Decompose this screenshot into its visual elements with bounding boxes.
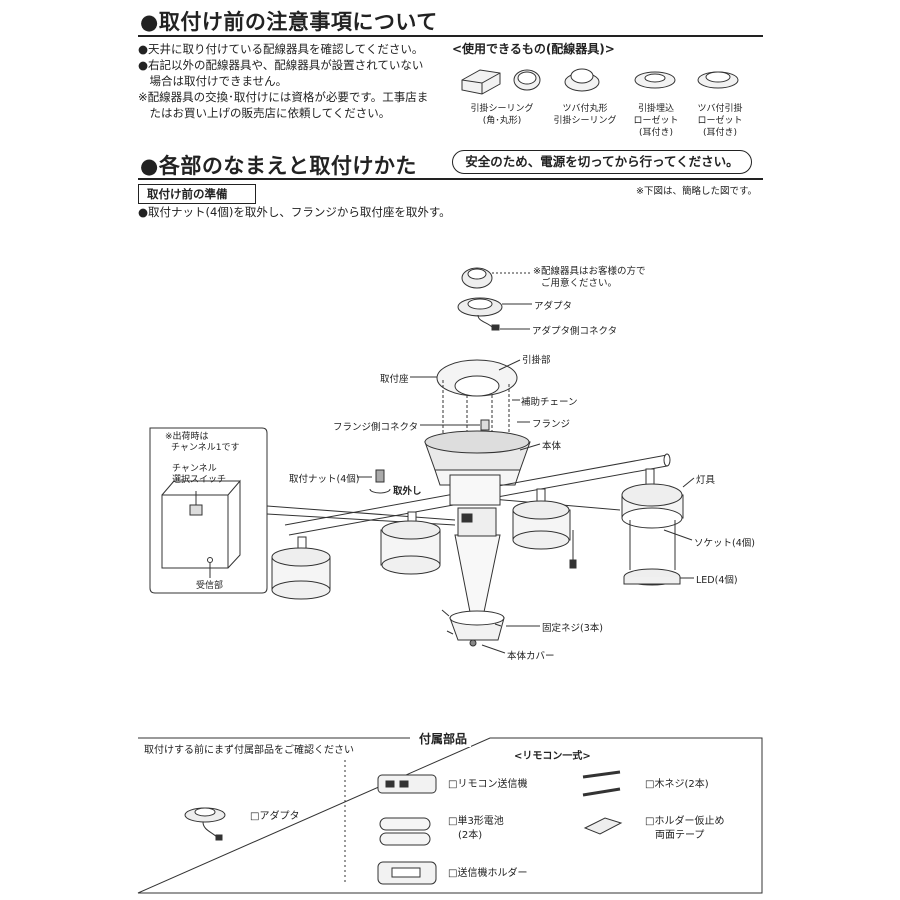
fixture-label-line: (耳付き)	[638, 128, 674, 138]
fixture-label-line: (角･丸形)	[482, 116, 522, 126]
label-nut: 取付ナット(4個)	[289, 474, 360, 485]
fixture-label-line: (耳付き)	[702, 128, 738, 138]
inset-line: チャンネル	[172, 464, 217, 474]
section2-rule	[138, 178, 763, 180]
item-wood-screw: □木ネジ(2本)	[645, 779, 709, 790]
item-holder: □送信機ホルダー	[448, 868, 528, 879]
item-tape: □ホルダー仮止め 両面テープ	[645, 815, 724, 843]
item-adapter: □アダプタ	[250, 811, 300, 822]
section1-rule	[138, 35, 763, 37]
item-line: 両面テープ	[655, 830, 705, 841]
remote-set-title: <リモコン一式>	[514, 751, 591, 762]
accessories-title: 付属部品	[415, 730, 472, 747]
inset-receiver: 受信部	[196, 581, 224, 591]
section2-title: ●各部のなまえと取付けかた	[140, 154, 417, 178]
accessories-instruction: 取付けする前にまず付属部品をご確認ください	[144, 745, 354, 756]
label-led: LED(4個)	[696, 575, 738, 586]
item-line: (2本)	[458, 830, 483, 841]
inset-switch-label: チャンネル 選択スイッチ	[172, 464, 226, 486]
label-flange-connector: フランジ側コネクタ	[333, 422, 419, 433]
note-line: ※配線器具の交換･取付けには資格が必要です。工事店ま	[138, 90, 429, 104]
label-remove: 取外し	[393, 486, 422, 497]
label-shade: 灯具	[696, 475, 716, 486]
fixture-label-line: 引掛シーリング	[470, 104, 534, 114]
item-battery: □単3形電池 (2本)	[448, 815, 504, 843]
fixture-label-2: ツバ付丸形 引掛シーリング	[550, 103, 620, 127]
label-adapter-connector: アダプタ側コネクタ	[532, 326, 618, 337]
label-line: ※配線器具はお客様の方で	[533, 266, 646, 277]
label-socket: ソケット(4個)	[694, 538, 755, 549]
label-screw: 固定ネジ(3本)	[542, 623, 603, 634]
fixture-label-4: ツバ付引掛 ローゼット (耳付き)	[692, 103, 748, 139]
label-body: 本体	[542, 441, 562, 452]
prep-text: ●取付ナット(4個)を取外し、フランジから取付座を取外す。	[138, 205, 451, 219]
label-mount-seat: 取付座	[380, 374, 409, 385]
fixture-label-line: ローゼット	[633, 116, 679, 126]
item-line: □単3形電池	[448, 816, 504, 827]
fixture-label-line: ツバ付丸形	[562, 104, 608, 114]
item-transmitter: □リモコン送信機	[448, 779, 528, 790]
inset-note: ※出荷時は チャンネル1です	[165, 432, 239, 454]
label-line: ご用意ください。	[541, 278, 618, 289]
inset-line: 選択スイッチ	[172, 475, 227, 485]
label-wiring-note: ※配線器具はお客様の方で ご用意ください。	[533, 266, 645, 290]
item-line: □ホルダー仮止め	[645, 816, 725, 827]
label-flange: フランジ	[532, 419, 571, 430]
simplified-note: ※下図は、簡略した図です。	[636, 186, 758, 197]
usable-title: <使用できるもの(配線器具)>	[452, 42, 615, 56]
fixture-label-line: ローゼット	[697, 116, 743, 126]
prep-label: 取付け前の準備	[138, 184, 256, 204]
label-aux-chain: 補助チェーン	[521, 397, 578, 408]
fixture-label-3: 引掛埋込 ローゼット (耳付き)	[628, 103, 684, 139]
label-adapter: アダプタ	[534, 301, 573, 312]
safety-notice: 安全のため、電源を切ってから行ってください。	[452, 150, 752, 174]
note-line: ●天井に取り付けている配線器具を確認してください。	[138, 42, 424, 56]
label-body-cover: 本体カバー	[507, 651, 555, 662]
note-line: たはお買い上げの販売店に依頼してください。	[138, 106, 391, 120]
fixture-label-1: 引掛シーリング (角･丸形)	[462, 103, 542, 127]
section1-notes: ●天井に取り付けている配線器具を確認してください。 ●右記以外の配線器具や、配線…	[138, 41, 448, 121]
section1-title: ●取付け前の注意事項について	[140, 10, 438, 34]
inset-line: チャンネル1です	[171, 443, 240, 453]
fixture-label-line: ツバ付引掛	[697, 104, 743, 114]
fixture-label-line: 引掛埋込	[637, 104, 674, 114]
fixture-label-line: 引掛シーリング	[553, 116, 617, 126]
inset-line: ※出荷時は	[165, 432, 209, 442]
label-hook: 引掛部	[522, 355, 551, 366]
note-line: 場合は取付けできません。	[138, 74, 288, 88]
note-line: ●右記以外の配線器具や、配線器具が設置されていない	[138, 58, 424, 72]
